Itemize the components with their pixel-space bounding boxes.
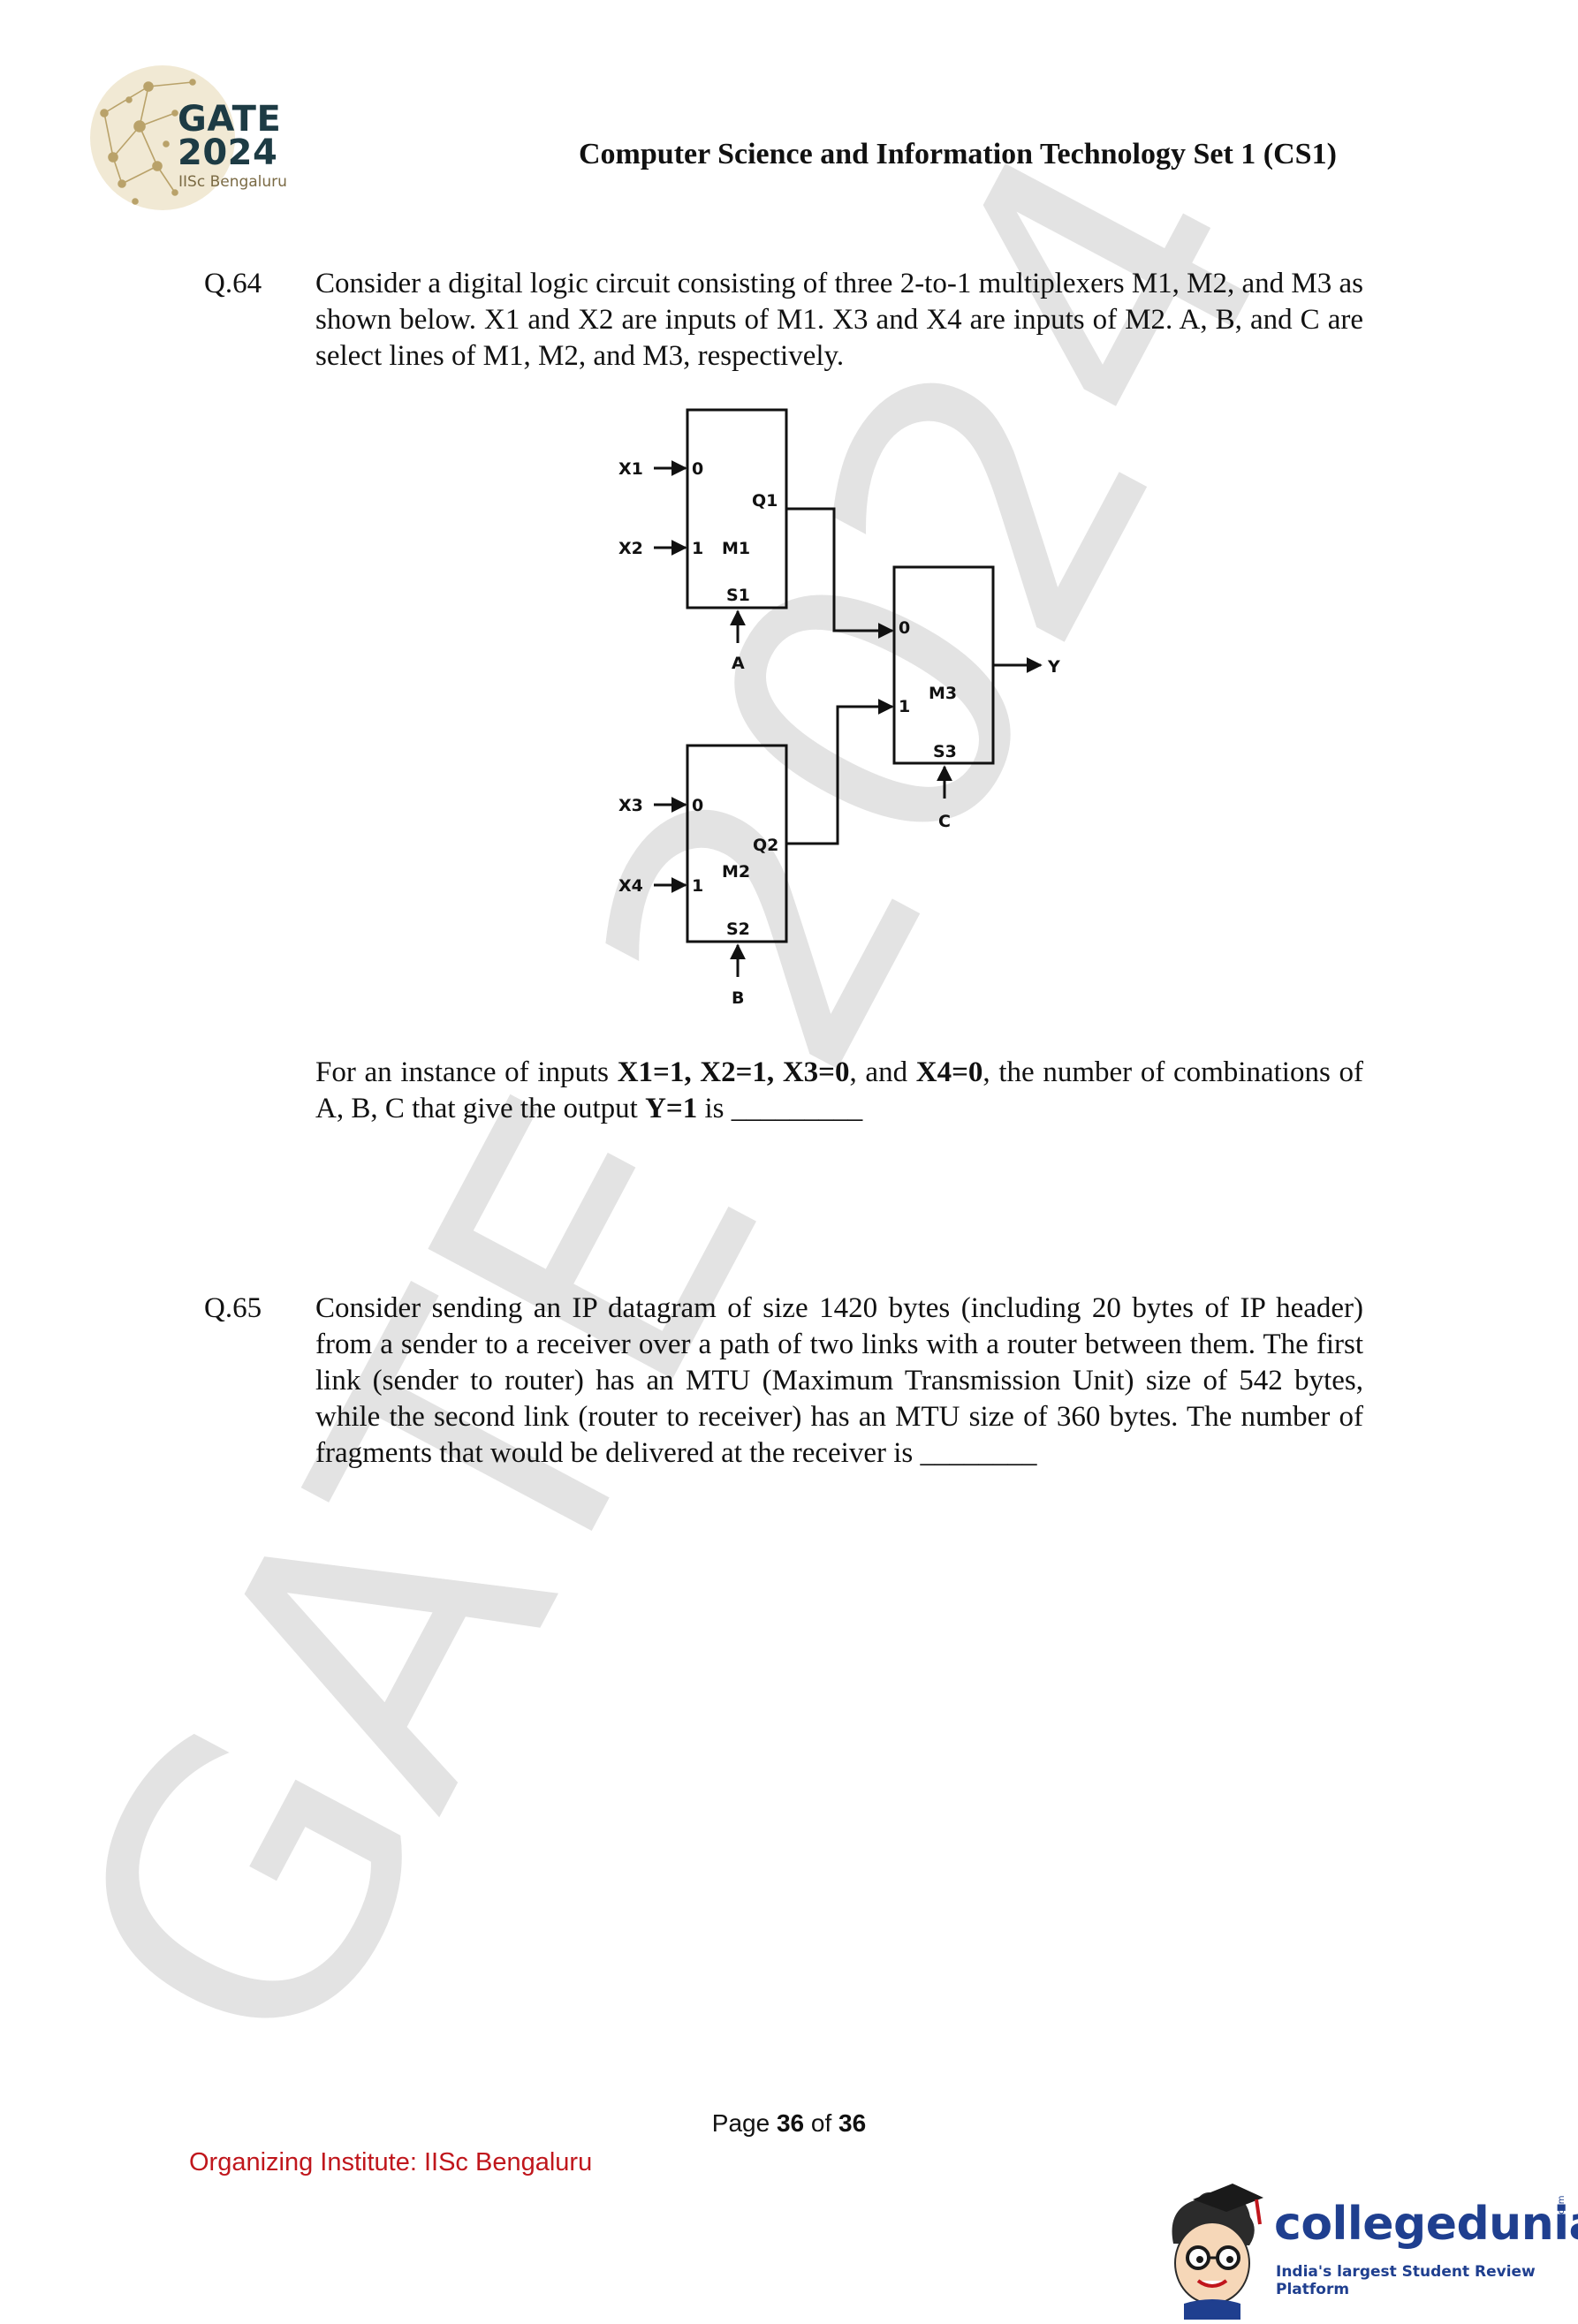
- collegedunia-tagline: India's largest Student Review Platform: [1276, 2263, 1536, 2298]
- select-b-label: B: [732, 988, 744, 1008]
- page-total: 36: [838, 2109, 867, 2137]
- input-x4-label: X4: [618, 876, 643, 896]
- page-title: Computer Science and Information Technol…: [579, 138, 1337, 170]
- question-text-64: Consider a digital logic circuit consist…: [315, 268, 1363, 372]
- question-followup-64: For an instance of inputs X1=1, X2=1, X3…: [315, 1055, 1363, 1127]
- question-number-65: Q.65: [204, 1292, 262, 1324]
- followup-text-1: For an instance of inputs: [315, 1056, 618, 1088]
- followup-text-3: , the number of combinations of A, B, C …: [315, 1056, 1363, 1124]
- output-y-label: Y: [1047, 657, 1060, 677]
- select-c-label: C: [938, 812, 951, 831]
- collegedunia-com: .com: [1557, 2195, 1567, 2217]
- followup-bold-x4: X4=0: [915, 1056, 983, 1088]
- collegedunia-logo: collegedunia .com India's largest Studen…: [1157, 2182, 1578, 2320]
- mux-m3-label: M3: [929, 684, 957, 703]
- input-x3-label: X3: [618, 796, 643, 815]
- mascot-icon: [1172, 2184, 1263, 2320]
- m3-pin1: 1: [899, 697, 910, 716]
- select-s3-label: S3: [933, 742, 957, 761]
- followup-text-2: , and: [849, 1056, 916, 1088]
- mux-m1-label: M1: [722, 539, 750, 558]
- select-a-label: A: [732, 654, 745, 673]
- page-number: Page 36 of 36: [618, 2109, 960, 2138]
- question-text-65: Consider sending an IP datagram of size …: [315, 1292, 1363, 1469]
- followup-bold-inputs: X1=1, X2=1, X3=0: [617, 1056, 850, 1088]
- mux-m3-box: [892, 565, 995, 765]
- logo-text-gate: GATE: [178, 99, 282, 140]
- collegedunia-wordmark: collegedunia: [1274, 2198, 1578, 2251]
- input-x2-label: X2: [618, 539, 643, 558]
- m2-pin1: 1: [692, 876, 703, 896]
- output-q1-label: Q1: [752, 491, 778, 511]
- page-prefix: Page: [711, 2109, 777, 2137]
- page-current: 36: [776, 2109, 805, 2137]
- followup-bold-output: Y=1: [645, 1093, 698, 1124]
- output-q2-label: Q2: [753, 836, 778, 855]
- m2-pin0: 0: [692, 796, 703, 815]
- mux-m2-label: M2: [722, 862, 750, 882]
- select-s1-label: S1: [726, 586, 750, 605]
- input-x1-label: X1: [618, 459, 643, 479]
- m1-pin0: 0: [692, 459, 703, 479]
- globe-icon: [90, 65, 235, 210]
- logo-text-year: 2024: [178, 132, 278, 173]
- page-mid: of: [804, 2109, 839, 2137]
- m1-pin1: 1: [692, 539, 703, 558]
- select-s2-label: S2: [726, 920, 750, 939]
- m3-pin0: 0: [899, 618, 910, 638]
- mux-circuit-diagram: X1 X2 X3 X4 0 1 M1 Q1 S1 A 0 1 M2 Q2 S2 …: [618, 408, 1060, 1008]
- question-number-64: Q.64: [204, 268, 262, 299]
- gate-logo: GATE 2024 IISc Bengaluru: [87, 60, 299, 217]
- organizing-institute: Organizing Institute: IISc Bengaluru: [189, 2148, 593, 2176]
- logo-subtext: IISc Bengaluru: [178, 173, 287, 191]
- followup-text-4: is _________: [697, 1093, 863, 1124]
